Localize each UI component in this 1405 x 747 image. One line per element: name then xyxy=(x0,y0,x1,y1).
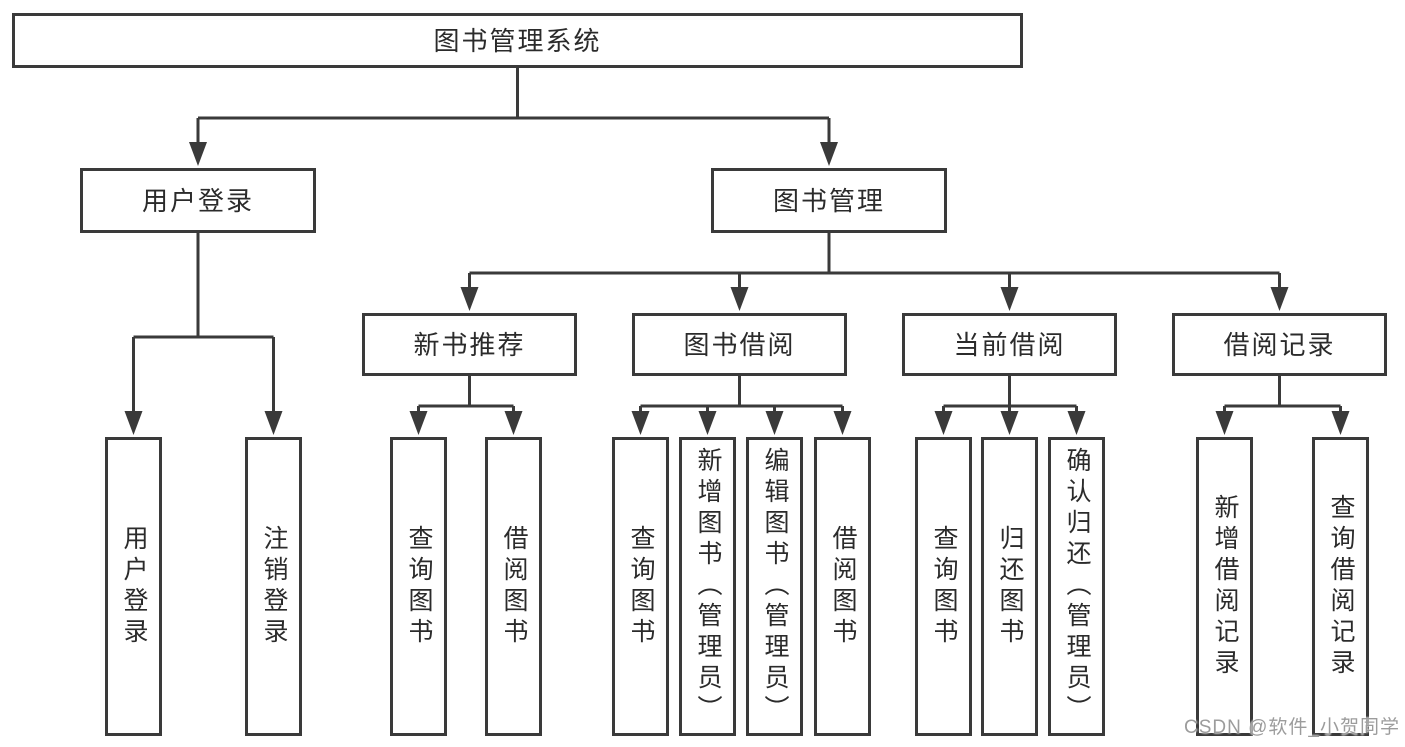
node-current-borrow: 当前借阅 xyxy=(902,313,1117,376)
node-book-borrow: 图书借阅 xyxy=(632,313,847,376)
node-user-login: 用户登录 xyxy=(80,168,316,233)
node-book-borrow-label: 图书借阅 xyxy=(683,329,796,360)
node-borrow-records: 借阅记录 xyxy=(1172,313,1387,376)
node-root-label: 图书管理系统 xyxy=(433,25,602,56)
leaf-borrow-borrow-books: 借阅图书 xyxy=(814,437,871,736)
node-book-management-label: 图书管理 xyxy=(772,185,885,216)
leaf-records-query-record-label: 查询借阅记录 xyxy=(1327,493,1355,680)
leaf-borrow-query-books: 查询图书 xyxy=(612,437,669,736)
leaf-recommend-borrow-books: 借阅图书 xyxy=(485,437,542,736)
leaf-user-logout-label: 注销登录 xyxy=(260,524,288,649)
leaf-current-return-book-label: 归还图书 xyxy=(996,524,1024,649)
leaf-user-login-label: 用户登录 xyxy=(120,524,148,649)
leaf-recommend-borrow-books-label: 借阅图书 xyxy=(500,524,528,649)
leaf-current-query-books-label: 查询图书 xyxy=(930,524,958,649)
node-current-borrow-label: 当前借阅 xyxy=(953,329,1066,360)
leaf-user-logout: 注销登录 xyxy=(245,437,302,736)
leaf-borrow-query-books-label: 查询图书 xyxy=(627,524,655,649)
leaf-borrow-edit-book-admin-label: 编辑图书（管理员） xyxy=(761,447,789,726)
node-borrow-records-label: 借阅记录 xyxy=(1223,329,1336,360)
leaf-user-login: 用户登录 xyxy=(105,437,162,736)
node-book-management: 图书管理 xyxy=(711,168,947,233)
watermark: CSDN @软件_小贺同学 xyxy=(1184,717,1400,738)
leaf-borrow-edit-book-admin: 编辑图书（管理员） xyxy=(746,437,803,736)
leaf-records-add-record: 新增借阅记录 xyxy=(1196,437,1253,736)
node-root: 图书管理系统 xyxy=(12,13,1023,68)
leaf-records-add-record-label: 新增借阅记录 xyxy=(1211,493,1239,680)
leaf-records-query-record: 查询借阅记录 xyxy=(1312,437,1369,736)
leaf-recommend-query-books-label: 查询图书 xyxy=(405,524,433,649)
leaf-current-confirm-return-admin-label: 确认归还（管理员） xyxy=(1063,447,1091,726)
leaf-borrow-add-book-admin-label: 新增图书（管理员） xyxy=(694,447,722,726)
leaf-current-confirm-return-admin: 确认归还（管理员） xyxy=(1048,437,1105,736)
node-user-login-label: 用户登录 xyxy=(141,185,254,216)
leaf-current-return-book: 归还图书 xyxy=(981,437,1038,736)
leaf-borrow-borrow-books-label: 借阅图书 xyxy=(829,524,857,649)
leaf-current-query-books: 查询图书 xyxy=(915,437,972,736)
node-new-book-recommend-label: 新书推荐 xyxy=(413,329,526,360)
leaf-recommend-query-books: 查询图书 xyxy=(390,437,447,736)
node-new-book-recommend: 新书推荐 xyxy=(362,313,577,376)
leaf-borrow-add-book-admin: 新增图书（管理员） xyxy=(679,437,736,736)
